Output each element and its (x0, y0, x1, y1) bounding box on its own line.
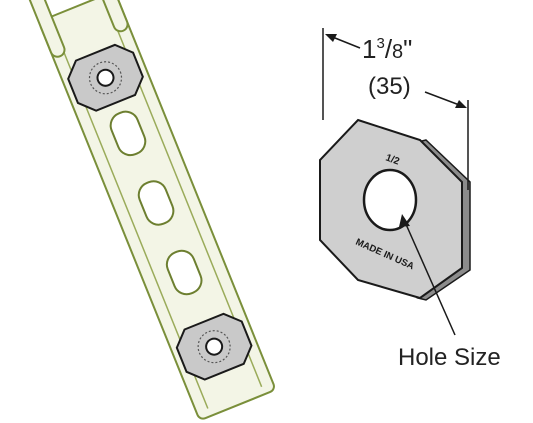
washer-hole (362, 168, 418, 232)
dimension-fraction: 13/8" (362, 34, 412, 64)
arrowhead-left (325, 34, 337, 42)
channel-slot (137, 180, 175, 226)
washer-hole (205, 337, 224, 356)
channel-flange-right (84, 0, 129, 33)
callout-label: Hole Size (398, 344, 501, 371)
callout-arrowhead (399, 214, 410, 227)
channel-washer-top (67, 43, 144, 112)
channel-assembly (21, 0, 275, 420)
dimension-leader-right (424, 91, 463, 107)
washer-detail: 1/2 MADE IN USA (319, 118, 471, 301)
washer-hole (96, 68, 115, 87)
channel-washer-bottom (175, 312, 253, 381)
arrowhead-right (455, 100, 467, 108)
channel-slot (109, 110, 147, 157)
hole-size-callout: Hole Size (398, 214, 501, 371)
callout-leader (404, 221, 456, 336)
stamp-size: 1/2 (384, 152, 401, 167)
channel-slot (165, 249, 203, 296)
dimension-annotation: 13/8" (35) (322, 28, 469, 190)
channel-flange-left (21, 0, 66, 58)
dimension-metric: (35) (368, 73, 411, 100)
